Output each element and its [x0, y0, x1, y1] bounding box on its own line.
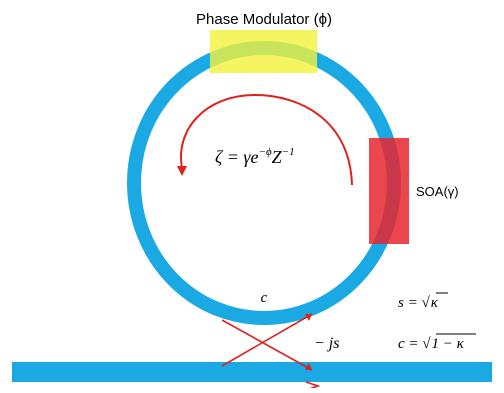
zeta-z: Z: [272, 147, 283, 167]
circulation-arrowhead: [177, 166, 187, 176]
s-arg: κ: [431, 295, 439, 311]
c-lhs: c = √: [398, 336, 431, 352]
zeta-exponent: −ϕ: [259, 146, 272, 158]
phase-modulator-block: [210, 30, 317, 73]
c-equation: c = √1 − κ: [398, 336, 465, 352]
s-equation: s = √κ: [398, 295, 439, 311]
coupling-arrow-up: [221, 313, 313, 367]
coupling-c-label: c: [261, 290, 268, 306]
zeta-lhs: ζ = γe: [215, 147, 259, 167]
bus-waveguide: [12, 362, 492, 382]
circulation-arrow: [180, 93, 353, 186]
output-arrow: [305, 381, 321, 391]
ring-waveguide: [127, 41, 401, 325]
coupling-arrow-down: [221, 319, 313, 371]
c-arg: 1 − κ: [432, 336, 465, 352]
coupling-arrowhead-up: [305, 314, 312, 321]
coupling-js-label: − js: [314, 335, 339, 352]
zeta-equation: ζ = γe−ϕZ−1: [215, 146, 295, 167]
soa-block: [369, 138, 409, 244]
phase-modulator-label: Phase Modulator (ϕ): [196, 11, 332, 28]
zeta-z-exponent: −1: [282, 146, 295, 158]
coupling-arrowhead-down: [305, 363, 312, 370]
s-lhs: s = √: [398, 295, 430, 311]
soa-label: SOA(γ): [416, 184, 459, 199]
